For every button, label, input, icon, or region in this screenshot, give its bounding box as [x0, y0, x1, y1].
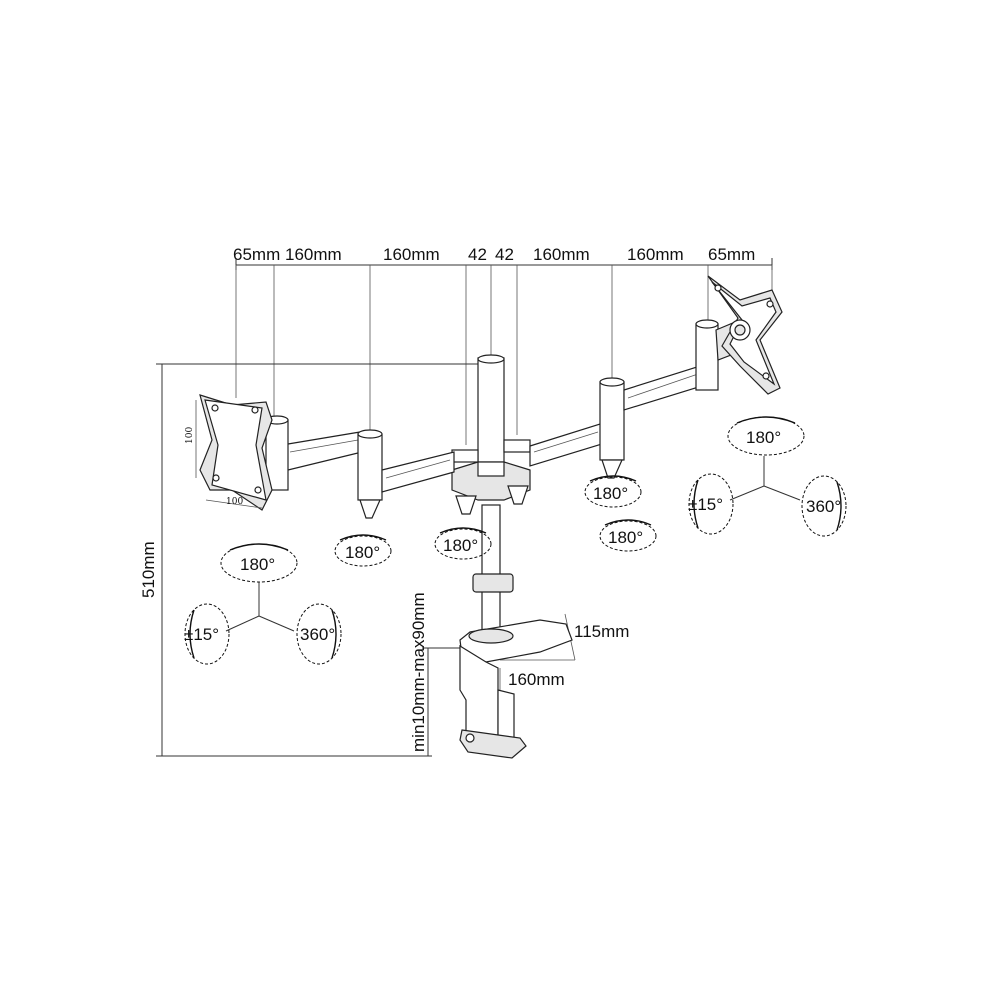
dim-label-1: 65mm: [233, 245, 280, 264]
top-dimension-labels: 65mm 160mm 160mm 42 42 160mm 160mm 65mm: [233, 245, 755, 264]
right-arm: [529, 319, 745, 479]
rotation-indicator-1: 180°: [334, 534, 392, 567]
rotation-indicator-4: 180°: [599, 519, 657, 552]
rotation-indicator-2: 180°: [434, 527, 492, 560]
dim-label-3: 160mm: [383, 245, 440, 264]
dim-label-5: 42: [495, 245, 514, 264]
center-hub: [451, 439, 531, 515]
rotation-2-label: 180°: [443, 536, 478, 555]
rotation-4-label: 180°: [608, 528, 643, 547]
right-head-rotations: 180° ±15° 360°: [688, 416, 847, 537]
right-vesa-plate: [707, 275, 783, 395]
right-swivel-label: 180°: [746, 428, 781, 447]
rotation-1-label: 180°: [345, 543, 380, 562]
base-width-label: 115mm: [574, 622, 629, 641]
height-dimension-label: 510mm: [139, 541, 158, 598]
left-arm: [265, 415, 455, 519]
left-tilt-label: ±15°: [184, 625, 219, 644]
dim-label-6: 160mm: [533, 245, 590, 264]
base-depth-label: 160mm: [508, 670, 565, 689]
right-tilt-label: ±15°: [688, 495, 723, 514]
vesa-vertical-label: 100: [185, 427, 195, 444]
dim-label-7: 160mm: [627, 245, 684, 264]
dim-label-4: 42: [468, 245, 487, 264]
rotation-3-label: 180°: [593, 484, 628, 503]
clamp-range-label: min10mm-max90mm: [409, 592, 428, 752]
pole-and-clamp: [459, 354, 573, 759]
left-vesa-plate: 100 100: [185, 394, 273, 511]
left-swivel-label: 180°: [240, 555, 275, 574]
dim-label-2: 160mm: [285, 245, 342, 264]
vesa-horizontal-label: 100: [226, 497, 243, 507]
dim-label-8: 65mm: [708, 245, 755, 264]
rotation-indicator-3: 180°: [584, 475, 642, 508]
left-rotate-label: 360°: [300, 625, 335, 644]
right-rotate-label: 360°: [806, 497, 841, 516]
left-head-rotations: 180° ±15° 360°: [184, 543, 342, 665]
